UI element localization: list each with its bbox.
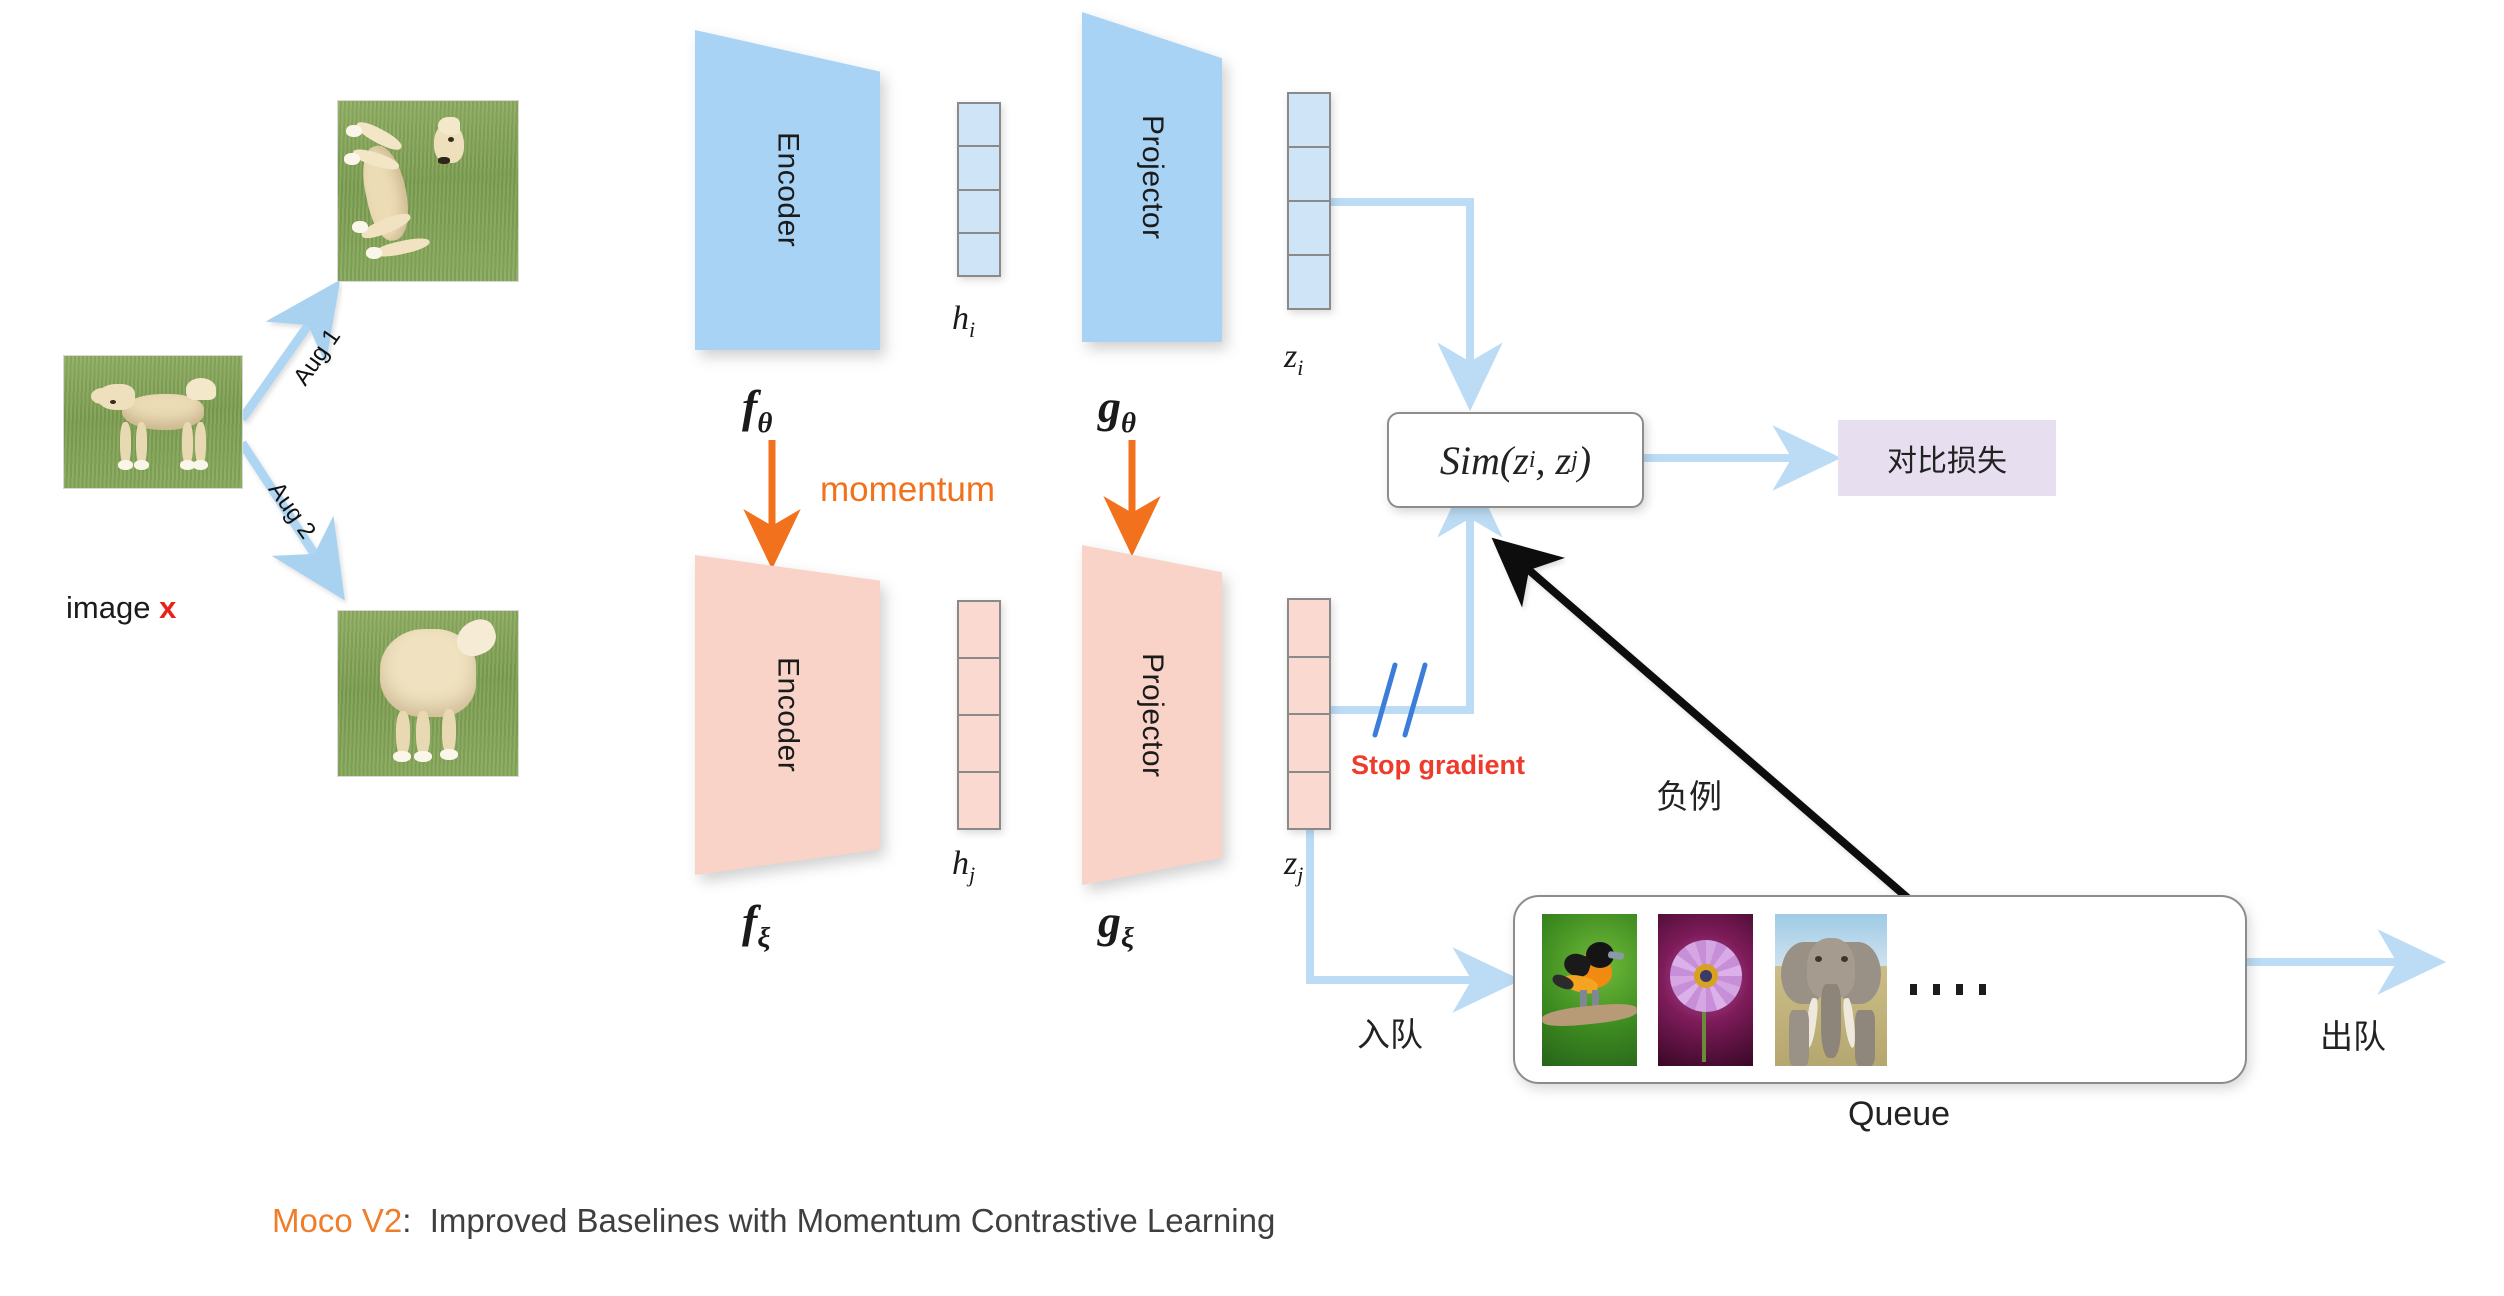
- embedding-vector-i: [1287, 92, 1331, 310]
- enqueue-label: 入队: [1357, 1016, 1423, 1053]
- augmented-view-1: [337, 100, 519, 282]
- stop-gradient-slashes: [1372, 662, 1428, 738]
- online-projector-block: Projector: [1082, 12, 1222, 342]
- online-encoder-block: Encoder: [695, 30, 880, 350]
- source-image-label-accent: x: [159, 590, 177, 625]
- source-image-label: image x: [66, 590, 176, 626]
- aug-1-arrow: [238, 279, 341, 422]
- momentum-encoder-block: Encoder: [695, 555, 880, 875]
- negatives-arrow: [1491, 537, 1913, 904]
- embedding-vector-i-label: zi: [1284, 338, 1304, 380]
- momentum-projector-block: Projector: [1082, 545, 1222, 885]
- contrastive-loss-box: 对比损失: [1838, 420, 2056, 496]
- hidden-vector-j: [957, 600, 1001, 830]
- embedding-vector-j: [1287, 598, 1331, 830]
- similarity-arg1: z: [1513, 437, 1529, 483]
- embedding-vector-j-label: zj: [1284, 845, 1304, 887]
- queue-box: [1513, 895, 2247, 1084]
- similarity-open: (: [1499, 437, 1514, 483]
- stop-gradient-label: Stop gradient: [1351, 750, 1525, 780]
- augmented-view-2: [337, 610, 519, 777]
- queue-image-bird: [1542, 914, 1637, 1066]
- negatives-label: 负例: [1656, 778, 1722, 815]
- online-encoder-label: Encoder: [771, 132, 805, 248]
- aug-2-arrow: [238, 440, 345, 601]
- hidden-vector-i-label: hi: [952, 300, 976, 342]
- queue-caption: Queue: [1848, 1095, 1951, 1133]
- queue-image-flower: [1658, 914, 1753, 1066]
- momentum-label: momentum: [820, 470, 996, 509]
- online-projector-param: gθ: [1098, 381, 1137, 440]
- momentum-projector-param: gξ: [1098, 896, 1135, 955]
- caption-accent: Moco V2: [272, 1202, 403, 1239]
- online-projector-label: Projector: [1136, 114, 1169, 240]
- momentum-encoder-param: fξ: [742, 896, 771, 955]
- hidden-vector-i: [957, 102, 1001, 277]
- source-image: [63, 355, 243, 489]
- zj-to-sim-path: [1318, 468, 1503, 714]
- queue-image-elephant: [1775, 914, 1887, 1066]
- online-encoder-param: fθ: [742, 381, 773, 440]
- queue-ellipsis: [1910, 984, 1986, 995]
- similarity-fn: Sim: [1439, 437, 1500, 483]
- figure-caption: Moco V2: Improved Baselines with Momentu…: [272, 1202, 1275, 1240]
- dequeue-label: 出队: [2320, 1018, 2386, 1055]
- source-image-label-text: image: [66, 590, 151, 625]
- similarity-close: ): [1577, 437, 1592, 483]
- caption-rest: Improved Baselines with Momentum Contras…: [429, 1202, 1276, 1239]
- zi-to-sim-path: [1318, 198, 1503, 412]
- contrastive-loss-label: 对比损失: [1887, 445, 2007, 478]
- momentum-encoder-label: Encoder: [771, 657, 805, 773]
- similarity-arg2: z: [1555, 437, 1572, 483]
- momentum-projector-label: Projector: [1136, 652, 1169, 778]
- caption-colon: :: [402, 1202, 412, 1239]
- hidden-vector-j-label: hj: [952, 845, 976, 887]
